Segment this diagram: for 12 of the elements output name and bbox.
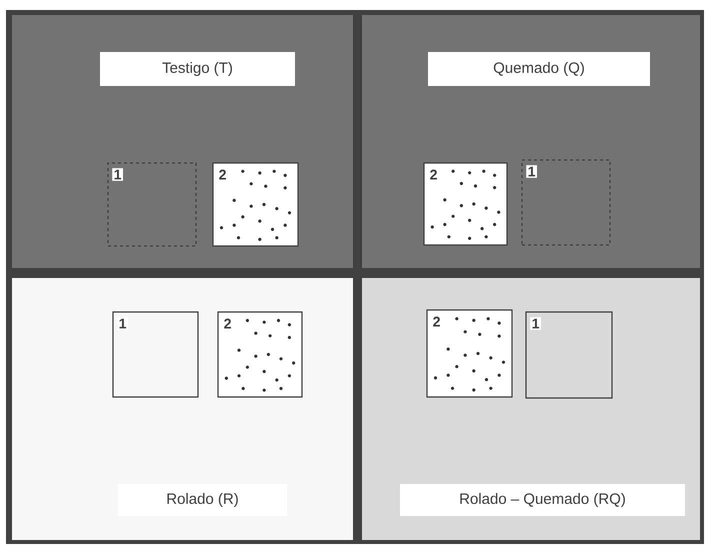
title-label: Testigo (T)	[100, 52, 295, 86]
plot-square: 1	[525, 311, 613, 399]
title-label: Rolado – Quemado (RQ)	[400, 484, 685, 516]
plot-square: 2	[426, 309, 513, 398]
plot-square: 2	[423, 162, 508, 246]
title-label: Rolado (R)	[118, 484, 287, 516]
plot-square: 1	[521, 159, 611, 246]
plot-square: 1	[107, 162, 197, 247]
plot-square: 1	[112, 311, 199, 398]
plot-square: 2	[217, 311, 303, 398]
title-label: Quemado (Q)	[428, 52, 650, 86]
plot-square: 2	[212, 162, 299, 247]
